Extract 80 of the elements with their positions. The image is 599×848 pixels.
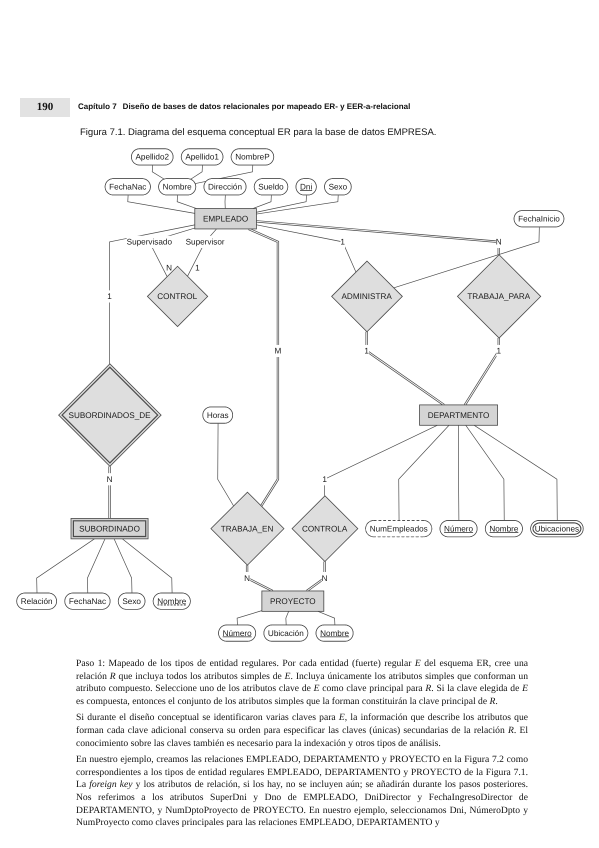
- connector-line: [108, 224, 195, 364]
- connector-line: [190, 165, 202, 180]
- key-attribute-ellipse: Número: [439, 520, 478, 538]
- attribute-ellipse: Dirección: [203, 178, 246, 196]
- attribute-ellipse: Horas: [202, 406, 233, 424]
- edge-label: 1: [496, 344, 501, 358]
- edge-label: 1: [106, 290, 112, 303]
- connector-line: [458, 424, 459, 522]
- connector-line: [126, 194, 195, 214]
- relationship-diamond: ADMINISTRA: [330, 260, 402, 332]
- attribute-ellipse: FechaNac: [104, 178, 150, 196]
- connector-line: [256, 224, 356, 272]
- connector-line: [224, 194, 226, 209]
- edge-label: N: [106, 473, 112, 486]
- attribute-ellipse: Relación: [16, 592, 56, 610]
- multivalued-attribute-ellipse: Ubicaciones: [530, 520, 584, 538]
- attribute-ellipse: Apellido1: [180, 148, 223, 166]
- key-attribute-ellipse: Nombre: [484, 520, 522, 538]
- double-connector-line: [248, 228, 279, 507]
- key-attribute-ellipse: Nombre: [315, 624, 354, 642]
- double-connector-line: [464, 338, 500, 406]
- connector-line: [398, 424, 449, 522]
- connector-line: [176, 194, 196, 209]
- weak-relationship-diamond: SUBORDINADOS_DE: [58, 363, 162, 467]
- double-connector-line: [245, 564, 273, 592]
- edge-label: Supervisado: [126, 236, 172, 248]
- body-paragraph: Si durante el diseño conceptual se identificaron varias claves para E, la información que describe los atributos que forman cada clave adicional conserva su orden para especificar las claves (únicas) secundarias de la relación R. El conocimiento sobre las claves también es necesario para la indexación y otros tipos de análisis.: [76, 712, 528, 750]
- key-attribute-ellipse: Número: [218, 624, 256, 642]
- attribute-ellipse: Sexo: [117, 592, 145, 610]
- connector-line: [392, 226, 540, 288]
- connector-line: [324, 424, 438, 496]
- relationship-diamond: CONTROLA: [291, 495, 358, 562]
- connector-line: [151, 165, 164, 180]
- attribute-ellipse: Sexo: [324, 178, 352, 196]
- double-connector-line: [256, 220, 500, 256]
- key-attribute-ellipse: Dni: [295, 178, 316, 196]
- edge-label: Supervisor: [185, 236, 224, 248]
- connector-line: [256, 194, 338, 214]
- connector-line: [216, 423, 234, 506]
- attribute-ellipse: NombreP: [230, 148, 274, 166]
- entity-box: EMPLEADO: [194, 208, 256, 230]
- attribute-ellipse: Sueldo: [253, 178, 288, 196]
- relationship-diamond: TRABAJA_EN: [210, 492, 284, 566]
- attribute-ellipse: Apellido2: [130, 148, 173, 166]
- entity-box: PROYECTO: [260, 590, 324, 612]
- body-paragraph: En nuestro ejemplo, creamos las relaciones EMPLEADO, DEPARTAMENTO y PROYECTO en la Figura 7.2 como correspondientes a los tipos de entidad regulares EMPLEADO, DEPARTAMENTO y PROYECTO de la Figura 7.1. La foreign key y los atributos de relación, si los hay, no se incluyen aún; se añadirán durante los pasos posteriores. Nos referimos a los atributos SuperDni y Dno de EMPLEADO, DniDirector y FechaIngresoDirector de DEPARTAMENTO, y NumDptoProyecto de PROYECTO. En nuestro ejemplo, seleccionamos Dni, NúmeroDpto y NumProyecto como claves principales para las relaciones EMPLEADO, DEPARTAMENTO y: [76, 754, 528, 830]
- connector-line: [252, 194, 272, 209]
- connector-line: [285, 611, 289, 626]
- connector-line: [464, 424, 504, 522]
- edge-label: 1: [322, 473, 326, 486]
- connector-line: [86, 538, 105, 594]
- relationship-diamond: TRABAJA_PARA: [456, 254, 541, 339]
- double-connector-line: [108, 466, 110, 519]
- double-connector-line: [365, 331, 444, 406]
- edge-label: M: [274, 344, 281, 358]
- connector-line: [256, 194, 306, 213]
- page-number: 190: [20, 98, 70, 117]
- connector-line: [473, 424, 558, 522]
- connector-line: [317, 611, 335, 626]
- body-paragraph: Paso 1: Mapeado de los tipos de entidad regulares. Por cada entidad (fuerte) regular E del esquema ER, cree una relación R que incluya todos los atributos simples de E. Incluya únicamente los atributos simples que conforman un atributo compuesto. Seleccione uno de los atributos clave de E como clave principal para R. Si la clave elegida de E es compuesta, entonces el conjunto de los atributos simples que la forman constituirán la clave principal de R.: [76, 658, 528, 708]
- connector-line: [36, 538, 94, 594]
- derived-attribute-ellipse: NumEmpleados: [364, 520, 432, 538]
- attribute-ellipse: Ubicación: [263, 624, 308, 642]
- connector-line: [194, 165, 253, 184]
- attribute-ellipse: FechaNac: [64, 592, 110, 610]
- figure-caption: Figura 7.1. Diagrama del esquema conceptual ER para la base de datos EMPRESA.: [80, 127, 436, 138]
- partial-key-ellipse: Nombre: [152, 592, 190, 610]
- attribute-ellipse: FechaInicio: [513, 210, 564, 228]
- edge-label: 1: [340, 236, 344, 248]
- entity-box: DEPARTMENTO: [418, 404, 498, 426]
- connector-line: [122, 538, 172, 594]
- edge-label: N: [321, 572, 328, 584]
- double-connector-line: [306, 561, 326, 592]
- chapter-number: Capítulo 7: [78, 102, 117, 111]
- running-header: Diseño de bases de datos relacionales por mapeado ER- y EER-a-relacional: [122, 102, 410, 111]
- edge-label: N: [495, 236, 502, 248]
- attribute-ellipse: Nombre: [158, 178, 196, 196]
- connector-line: [236, 610, 262, 626]
- weak-entity-box: SUBORDINADO: [70, 518, 148, 540]
- connector-line: [113, 538, 132, 594]
